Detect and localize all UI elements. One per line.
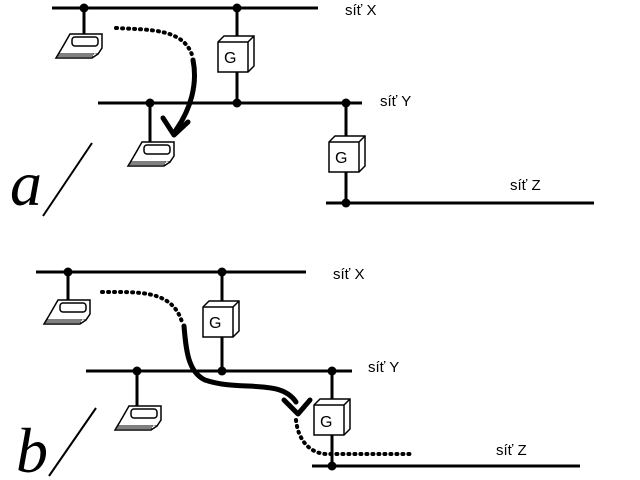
computer-2-node	[145, 98, 155, 108]
route-dotted-a	[114, 26, 195, 60]
gateway-1-label: G	[224, 50, 236, 67]
route-solid-b	[181, 323, 299, 405]
network-x-label-b: síť X	[333, 266, 364, 283]
gateway-2-node-bottom-b	[327, 461, 337, 471]
route-dotted-b1	[100, 289, 184, 324]
computer-2-icon	[127, 141, 175, 167]
gateway-2-label-b: G	[320, 414, 332, 431]
network-y-label-b: síť Y	[368, 359, 399, 376]
panel-b-letter: b	[16, 415, 48, 480]
computer-1-icon-b	[43, 299, 91, 325]
gateway-2-node-bottom	[341, 198, 351, 208]
panel-a-slash	[42, 142, 93, 217]
route-solid-a	[173, 57, 197, 133]
panel-a-letter: a	[10, 148, 42, 219]
route-dotted-b2	[294, 418, 412, 457]
panel-b-slash	[48, 407, 97, 477]
gateway-1-label-b: G	[209, 315, 221, 332]
gateway-1-node-bottom-b	[217, 366, 227, 376]
gateway-1-node-top	[232, 3, 242, 13]
network-y-label: síť Y	[380, 93, 411, 110]
network-x-label: síť X	[345, 2, 376, 19]
gateway-2-node-top	[341, 98, 351, 108]
computer-1-icon	[55, 33, 103, 59]
gateway-2-label: G	[335, 150, 347, 167]
computer-2-node-b	[132, 366, 142, 376]
computer-1-node	[79, 3, 89, 13]
panel-a: síť X síť Y síť Z G G a	[10, 2, 594, 219]
panel-b: síť X síť Y síť Z G G b	[16, 266, 580, 480]
network-z-label-b: síť Z	[496, 442, 527, 459]
computer-1-node-b	[63, 267, 73, 277]
gateway-1-node-bottom	[232, 98, 242, 108]
arrow-head-a-icon	[160, 115, 191, 138]
gateway-1-node-top-b	[217, 267, 227, 277]
network-z-label: síť Z	[510, 177, 541, 194]
gateway-2-node-top-b	[327, 366, 337, 376]
computer-2-icon-b	[114, 405, 162, 431]
arrow-head-b-icon	[281, 397, 313, 417]
